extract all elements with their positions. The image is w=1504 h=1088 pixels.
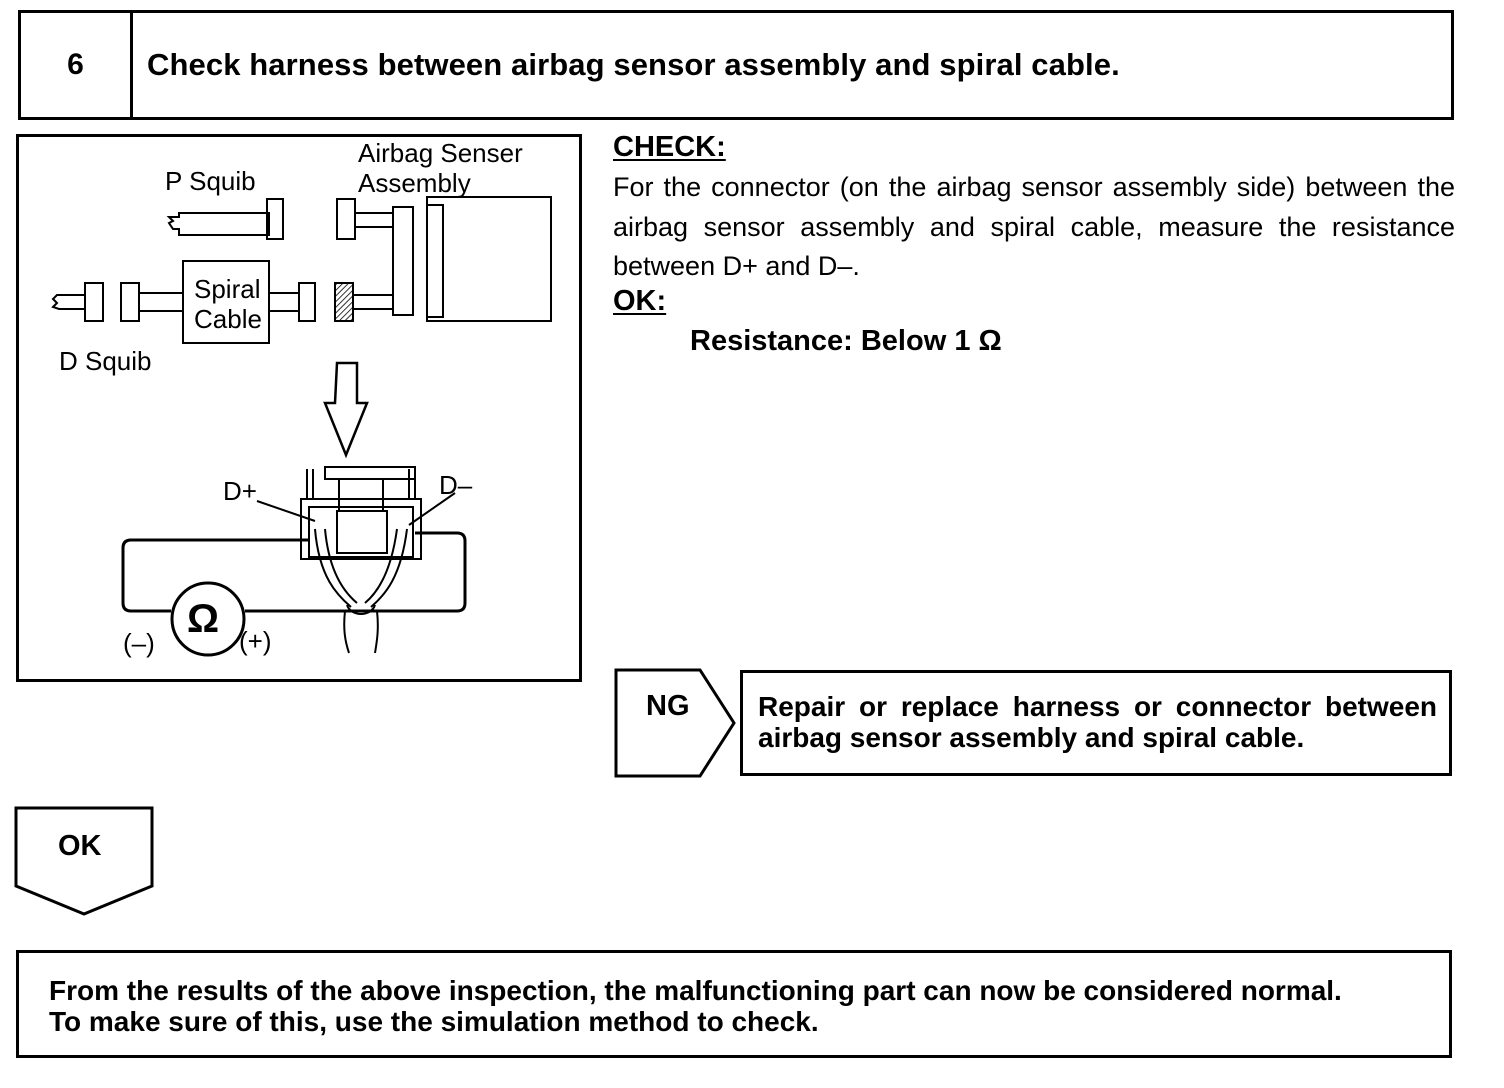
airbag-sensor-unit <box>426 196 552 322</box>
sensor-harness-bar <box>392 206 414 316</box>
result-line-1: From the results of the above inspection… <box>49 975 1342 1006</box>
ng-arrow-icon <box>614 668 736 778</box>
d-minus-label: D– <box>439 470 473 500</box>
ng-label: NG <box>646 690 690 722</box>
step-number: 6 <box>21 13 133 117</box>
result-box: From the results of the above inspection… <box>16 950 1452 1058</box>
airbag-sensor-flange <box>426 204 444 318</box>
spiral-cable-label-line1: Spiral <box>194 274 261 304</box>
check-heading: CHECK: <box>613 131 726 163</box>
p-squib-plug <box>166 212 270 236</box>
test-leads <box>121 538 309 613</box>
meter-plus-label: (+) <box>239 626 272 656</box>
wiring-diagram: P Squib Airbag Senser Assembly Spiral Ca… <box>16 134 582 682</box>
connector-wire-left <box>314 528 352 608</box>
down-arrow-icon <box>323 361 369 459</box>
ok-specification: Resistance: Below 1 Ω <box>690 325 1002 357</box>
spiral-cable-label-line2: Cable <box>194 304 262 334</box>
connector-housing <box>300 498 422 560</box>
spiral-cable-box <box>182 260 270 344</box>
check-instructions: For the connector (on the airbag sensor … <box>613 172 1455 281</box>
ok-branch-label: OK <box>58 830 102 862</box>
airbag-sensor-label-line1: Airbag Senser <box>358 138 523 168</box>
p-squib-label: P Squib <box>165 166 256 196</box>
p-squib-connector <box>266 198 284 240</box>
step-header: 6 Check harness between airbag sensor as… <box>18 10 1454 120</box>
connector-latch <box>324 466 416 480</box>
ohmmeter <box>170 581 246 657</box>
spiral-connector-left <box>120 282 140 322</box>
ok-heading: OK: <box>613 285 667 317</box>
wiring-diagram-drawing <box>51 196 552 657</box>
d-squib-label: D Squib <box>59 346 152 376</box>
d-squib-connector <box>84 282 104 322</box>
connector-face <box>336 510 388 554</box>
sensor-connector-d <box>334 282 354 322</box>
meter-minus-label: (–) <box>123 628 155 658</box>
ohm-icon: Ω <box>187 597 220 641</box>
connector-wire-right <box>370 528 408 608</box>
result-line-2: To make sure of this, use the simulation… <box>49 1006 819 1037</box>
sensor-connector-p <box>336 198 356 240</box>
d-squib-plug <box>51 294 86 310</box>
spiral-connector-right <box>298 282 316 322</box>
airbag-sensor-label-line2: Assembly <box>358 168 471 198</box>
connector-inner-housing <box>308 506 414 558</box>
step-title: Check harness between airbag sensor asse… <box>147 47 1120 82</box>
d-plus-label: D+ <box>223 476 257 506</box>
ok-arrow-icon <box>14 806 154 916</box>
ng-action-box: Repair or replace harness or connector b… <box>740 670 1452 776</box>
